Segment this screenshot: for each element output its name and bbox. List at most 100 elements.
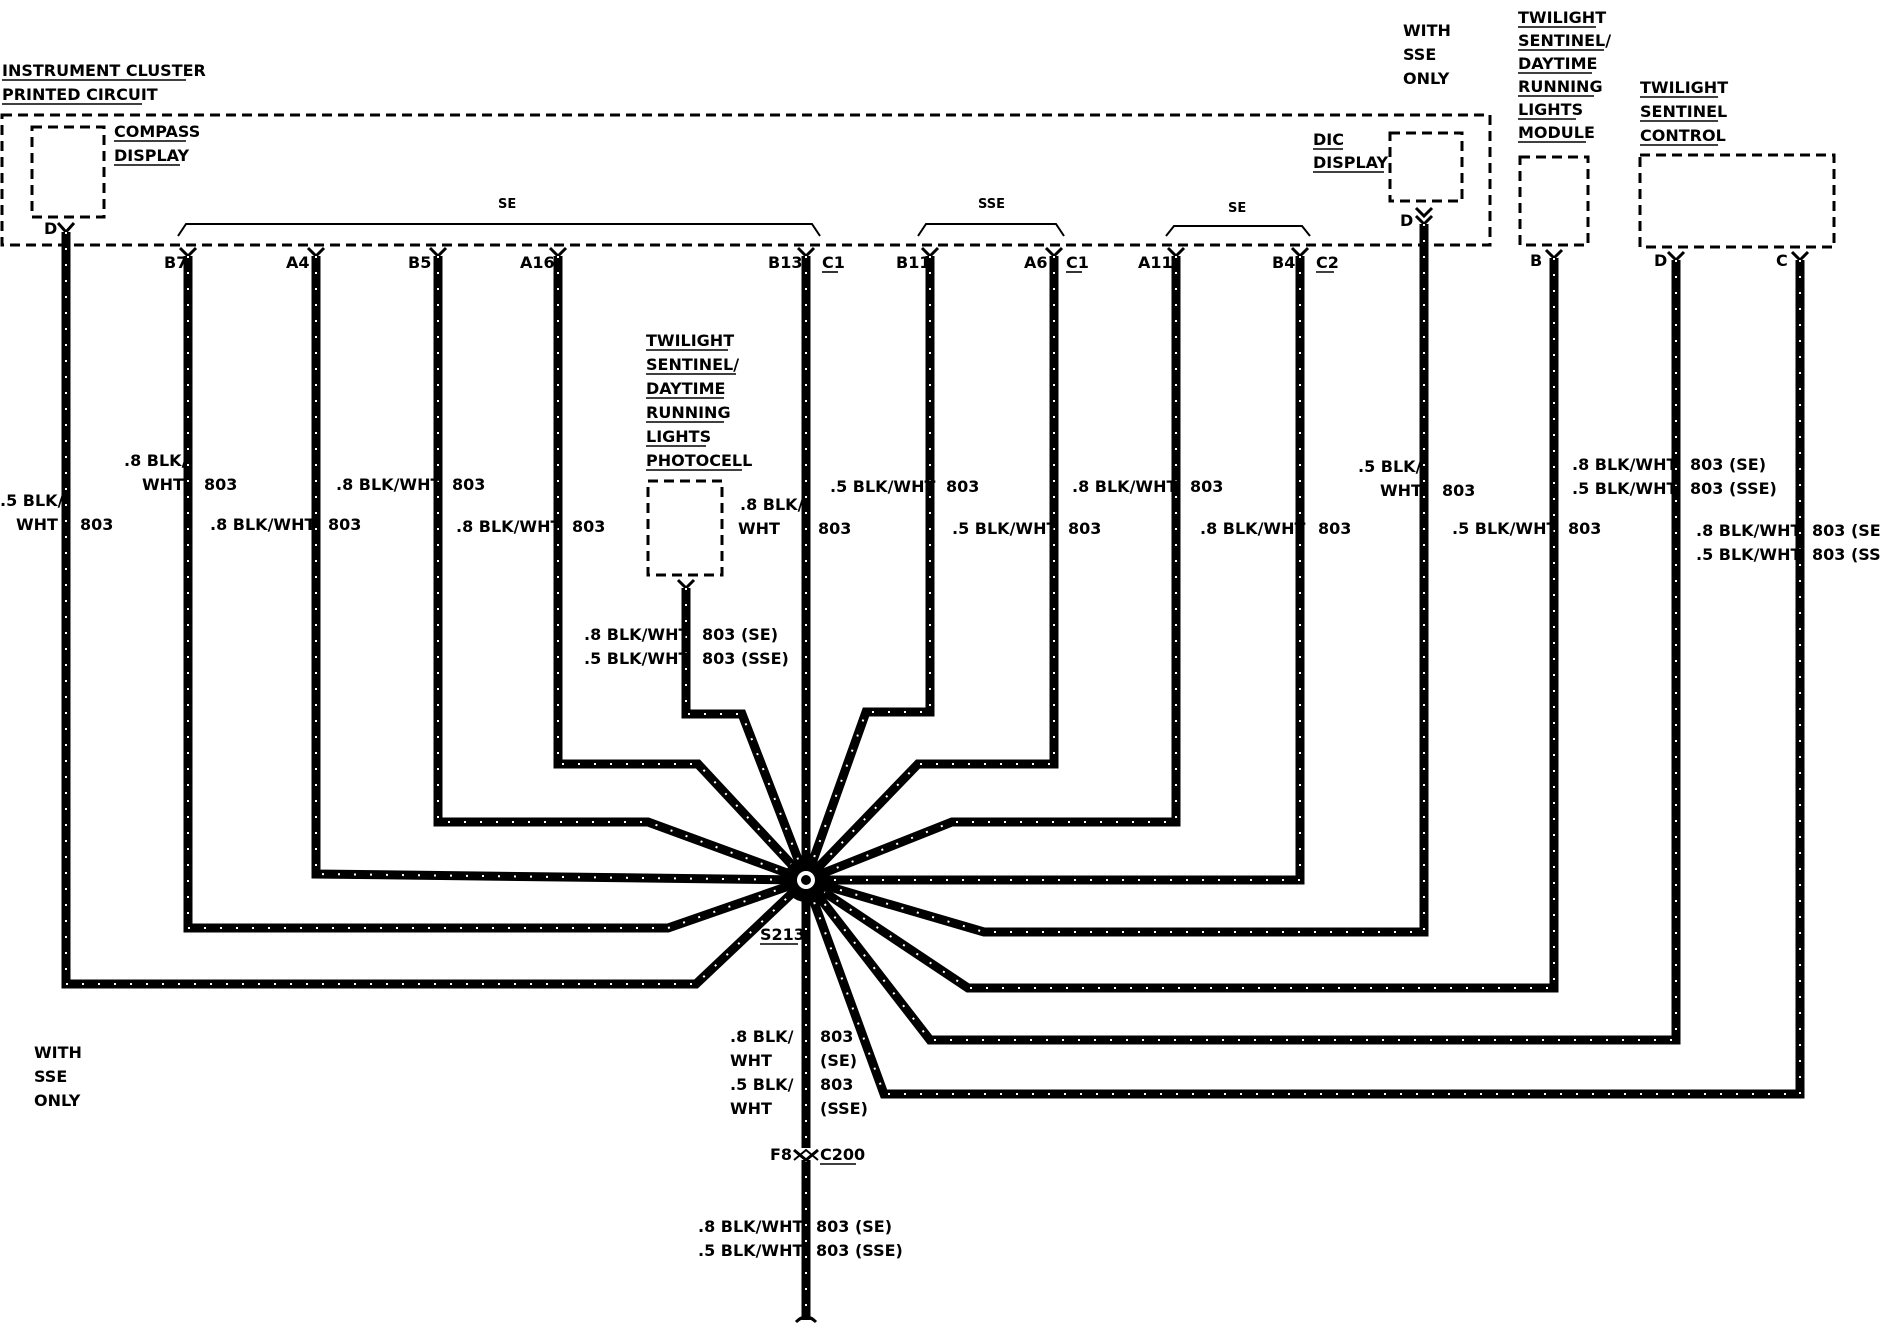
b13-wire-size-2: WHT (738, 519, 780, 538)
pin-b7: B7 (164, 253, 187, 272)
photocell-title-line2: SENTINEL/ (646, 355, 739, 374)
lower-size-1: .8 BLK/WHT (698, 1217, 803, 1236)
photocell-circuit-2: 803 (SSE) (702, 649, 789, 668)
cluster-title-line2: PRINTED CIRCUIT (2, 85, 158, 104)
ts-control-title-line3: CONTROL (1640, 126, 1726, 145)
dic-display-box (1388, 131, 1464, 203)
wire-b11 (801, 256, 935, 882)
wire-a4 (311, 256, 807, 885)
b7-wire-size-2: WHT (142, 475, 184, 494)
photocell-title-line6: PHOTOCELL (646, 451, 752, 470)
photocell-circuit-1: 803 (SE) (702, 625, 778, 644)
connector-c200: F8 C200 (770, 1145, 865, 1324)
ts-c-size-2: .5 BLK/WHT (1696, 545, 1801, 564)
dic-right-size: .5 BLK/WHT (1452, 519, 1557, 538)
a6-right-size: .8 BLK/WHT (1072, 477, 1177, 496)
ts-control-pin-d (1666, 250, 1686, 263)
drl-pin-label: B (1530, 251, 1542, 270)
compass-title-line1: COMPASS (114, 122, 200, 141)
drl-title-line1: TWILIGHT (1518, 8, 1606, 27)
lower-size-2: .5 BLK/WHT (698, 1241, 803, 1260)
dic-title-line2: DISPLAY (1313, 153, 1389, 172)
wire-b4 (806, 256, 1305, 885)
se-bracket-right: SE (1165, 201, 1311, 237)
b13-right-circuit: 803 (946, 477, 979, 496)
pin-b5: B5 (408, 253, 431, 272)
ts-control-title-line2: SENTINEL (1640, 102, 1727, 121)
side-note-line1: WITH (34, 1043, 82, 1062)
wire-compass (61, 232, 810, 989)
trunk-circuit-3: 803 (820, 1075, 853, 1094)
photocell-title-line3: DAYTIME (646, 379, 725, 398)
ts-c-size-1: .8 BLK/WHT (1696, 521, 1801, 540)
drl-circuit-2: 803 (SSE) (1690, 479, 1777, 498)
ts-control-box (1638, 153, 1836, 249)
pin-b11: B11 (896, 253, 930, 272)
drl-title-line6: MODULE (1518, 123, 1595, 142)
connector-c200-label: C200 (820, 1145, 865, 1164)
a4-left-size: .8 BLK/WHT (210, 515, 315, 534)
wire-photocell (681, 588, 811, 882)
wire-a16 (553, 256, 810, 884)
photocell-size-2: .5 BLK/WHT (584, 649, 689, 668)
ts-c-circuit-1: 803 (SE) (1812, 521, 1882, 540)
drl-size-1: .8 BLK/WHT (1572, 455, 1677, 474)
se-bracket-left: SE (177, 197, 821, 237)
b5-left-circuit: 803 (572, 517, 605, 536)
ts-control-pin-c (1790, 250, 1810, 263)
drl-module: TWILIGHT SENTINEL/ DAYTIME RUNNING LIGHT… (1518, 8, 1611, 270)
connector-c1-a: C1 (822, 253, 845, 272)
photocell-size-1: .8 BLK/WHT (584, 625, 689, 644)
b7-wire-size-1: .8 BLK/ (124, 451, 188, 470)
a11-right-circuit: 803 (1318, 519, 1351, 538)
wire-b7 (183, 256, 808, 933)
a11-right-size: .8 BLK/WHT (1200, 519, 1305, 538)
photocell-pin (676, 578, 696, 591)
lower-circuit-1: 803 (SE) (816, 1217, 892, 1236)
b5-left-size: .8 BLK/WHT (456, 517, 561, 536)
trunk-size-1: .8 BLK/ (730, 1027, 794, 1046)
drl-title-line3: DAYTIME (1518, 54, 1597, 73)
instrument-cluster-module: INSTRUMENT CLUSTER PRINTED CIRCUIT (0, 61, 1492, 247)
pin-f8: F8 (770, 1145, 792, 1164)
b13-right-size: .5 BLK/WHT (830, 477, 935, 496)
ts-control-pin-d-label: D (1654, 251, 1667, 270)
compass-pin-label: D (44, 219, 57, 238)
trunk-size-2: WHT (730, 1051, 772, 1070)
ts-control-title-line1: TWILIGHT (1640, 78, 1728, 97)
b11-right-size: .5 BLK/WHT (952, 519, 1057, 538)
compass-wire-size-1: .5 BLK/ (0, 491, 64, 510)
wire-drl-module (803, 258, 1559, 993)
wires (61, 224, 1805, 1320)
trunk-circuit-2: (SE) (820, 1051, 857, 1070)
compass-wire-circuit: 803 (80, 515, 113, 534)
drl-title-line4: RUNNING (1518, 77, 1603, 96)
ts-c-circuit-2: 803 (SSE) (1812, 545, 1882, 564)
wire-b5 (433, 256, 808, 885)
photocell-box (646, 479, 724, 577)
dic-title-line1: DIC (1313, 130, 1344, 149)
wire-labels: .5 BLK/ WHT 803 .8 BLK/ WHT 803 .8 BLK/W… (0, 451, 1882, 1260)
connector-c2: C2 (1316, 253, 1339, 272)
drl-title-line2: SENTINEL/ (1518, 31, 1611, 50)
a4-right-size: .8 BLK/WHT (336, 475, 441, 494)
side-note-line2: SSE (34, 1067, 67, 1086)
a6-right-circuit: 803 (1190, 477, 1223, 496)
side-note-line3: ONLY (34, 1091, 81, 1110)
b13-wire-size-1: .8 BLK/ (740, 495, 804, 514)
drl-title-line5: LIGHTS (1518, 100, 1583, 119)
dic-wire-size-2: WHT (1380, 481, 1422, 500)
photocell-title-line5: LIGHTS (646, 427, 711, 446)
splice-label: S213 (760, 925, 805, 944)
wire-a11 (804, 256, 1181, 885)
dic-right-circuit: 803 (1568, 519, 1601, 538)
compass-display-module: COMPASS DISPLAY D (30, 122, 200, 238)
pin-b13: B13 (768, 253, 802, 272)
dic-display-module: WITH SSE ONLY DIC DISPLAY D (1313, 21, 1464, 230)
ts-control-pin-c-label: C (1776, 251, 1788, 270)
compass-pin (56, 222, 76, 235)
compass-title-line2: DISPLAY (114, 146, 190, 165)
se-bracket-right-label: SE (1228, 201, 1246, 216)
compass-wire-size-2: WHT (16, 515, 58, 534)
